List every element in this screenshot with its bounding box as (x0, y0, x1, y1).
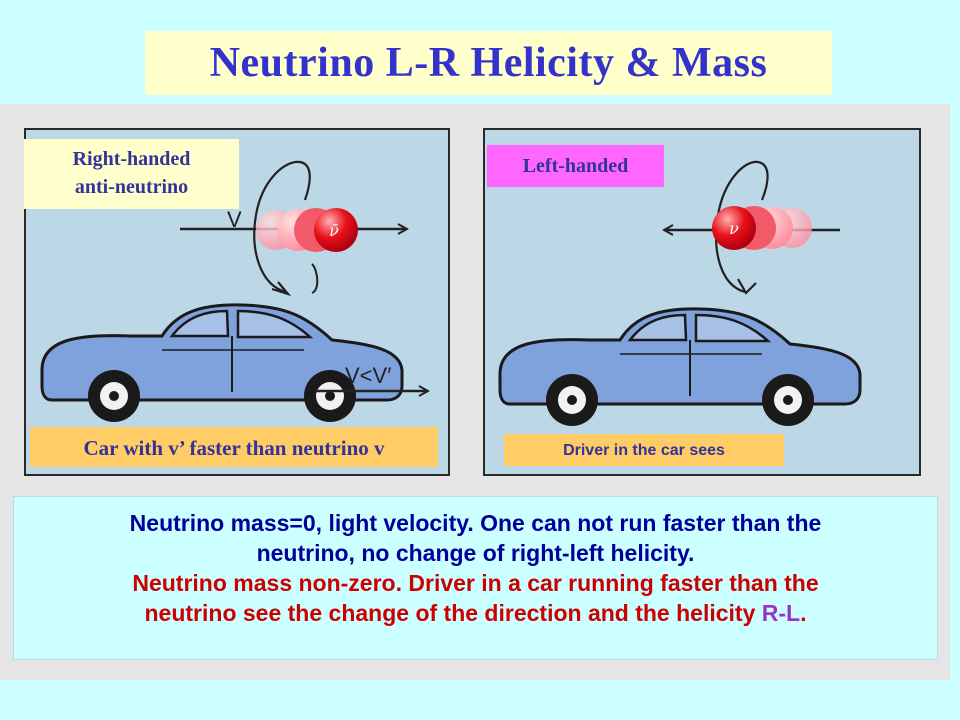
right-car (498, 307, 862, 428)
right-rotation-arrow (715, 160, 769, 294)
car-velocity-label: V<V′ (345, 363, 391, 388)
left-velocity-label: V (227, 207, 242, 232)
left-rotation-arrow (253, 160, 311, 294)
left-particle-group: V ν̄ (180, 160, 407, 297)
left-handed-label: Left-handed (487, 145, 664, 187)
right-handed-label-line1: Right-handed (72, 148, 191, 170)
explanation-line3: Neutrino mass non-zero. Driver in a car … (132, 570, 819, 596)
page-title: Neutrino L-R Helicity & Mass (209, 40, 768, 86)
right-rotation-arrowhead (737, 278, 757, 295)
explanation-line1: Neutrino mass=0, light velocity. One can… (129, 510, 822, 536)
right-particle-group: ν (664, 160, 840, 295)
left-particle (314, 208, 358, 252)
explanation-line4-suffix: . (800, 600, 807, 626)
right-handed-label-line2: anti-neutrino (74, 176, 189, 198)
right-handed-label: Right-handed anti-neutrino (24, 139, 239, 209)
driver-caption: Driver in the car sees (504, 434, 784, 466)
right-particle-symbol: ν (729, 219, 739, 238)
title-box: Neutrino L-R Helicity & Mass (145, 31, 832, 95)
left-rotation-arrowhead (271, 281, 292, 297)
left-rotation-tail (311, 263, 319, 294)
explanation-line4: neutrino see the change of the direction… (14, 598, 937, 628)
car-caption: Car with v’ faster than neutrino v (30, 427, 438, 467)
right-particle (712, 206, 756, 250)
explanation-line4-prefix: neutrino see the change of the direction… (144, 600, 762, 626)
left-particle-symbol: ν̄ (329, 221, 339, 240)
explanation-box: Neutrino mass=0, light velocity. One can… (13, 496, 938, 660)
explanation-line2: neutrino, no change of right-left helici… (256, 540, 695, 566)
helicity-highlight: R-L (761, 600, 801, 626)
